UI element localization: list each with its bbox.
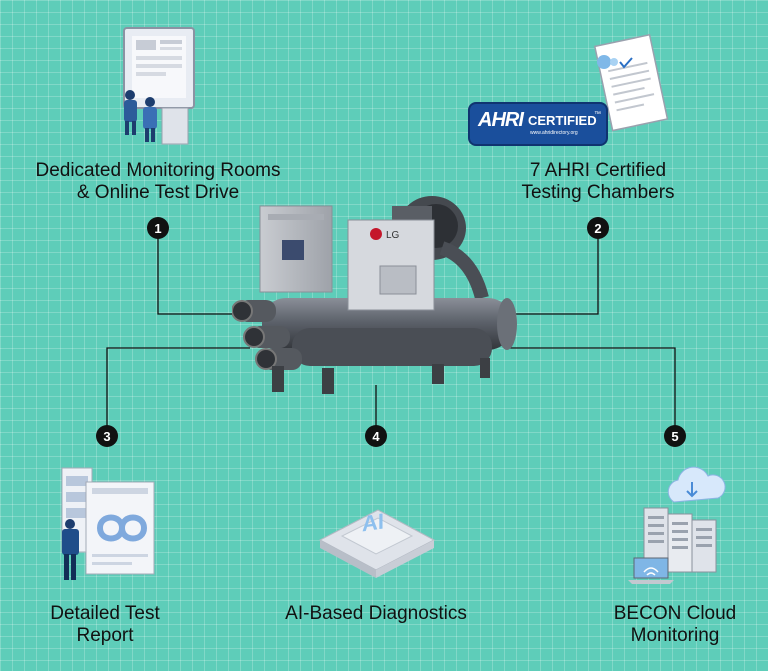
certificate-icon [593, 33, 669, 132]
report-icon [61, 467, 155, 580]
feature-3-label: Detailed Test Report [10, 603, 200, 647]
connector-2 [495, 228, 599, 315]
ahri-brand: AHRI [478, 109, 524, 131]
feature-5-line1: BECON Cloud [613, 603, 737, 624]
cloud-server-icon [628, 466, 726, 584]
feature-3-line1: Detailed Test [50, 603, 160, 624]
feature-3-line2: Report [76, 625, 134, 646]
feature-3-badge: 3 [96, 425, 118, 447]
feature-5-label: BECON Cloud Monitoring [580, 603, 768, 647]
ahri-certified-badge: AHRI CERTIFIED ™ www.ahridirectory.org [468, 102, 608, 146]
feature-2-badge: 2 [587, 217, 609, 239]
ai-chip-icon: AI [318, 509, 436, 578]
feature-4-line1: AI-Based Diagnostics [285, 603, 467, 624]
feature-2-label: 7 AHRI Certified Testing Chambers [478, 160, 718, 204]
connector-1 [157, 228, 265, 315]
feature-5-badge: 5 [664, 425, 686, 447]
feature-1-badge: 1 [147, 217, 169, 239]
ahri-url: www.ahridirectory.org [530, 130, 578, 136]
chiller-icon: LG [232, 196, 517, 394]
connector-3 [106, 347, 250, 436]
feature-4-badge: 4 [365, 425, 387, 447]
connector-5 [510, 347, 676, 436]
feature-5-line2: Monitoring [630, 625, 720, 646]
feature-2-line1: 7 AHRI Certified [529, 160, 667, 181]
feature-1-label: Dedicated Monitoring Rooms & Online Test… [8, 160, 308, 204]
monitoring-room-icon [123, 27, 195, 145]
feature-1-line2: & Online Test Drive [76, 182, 240, 203]
feature-1-line1: Dedicated Monitoring Rooms [35, 160, 281, 181]
feature-2-line2: Testing Chambers [521, 182, 675, 203]
chiller-lg-logo: LG [386, 230, 400, 241]
ahri-certified-text: CERTIFIED [528, 113, 597, 128]
feature-4-label: AI-Based Diagnostics [256, 603, 496, 625]
ahri-trademark: ™ [594, 111, 601, 118]
ai-chip-text: AI [362, 509, 384, 537]
